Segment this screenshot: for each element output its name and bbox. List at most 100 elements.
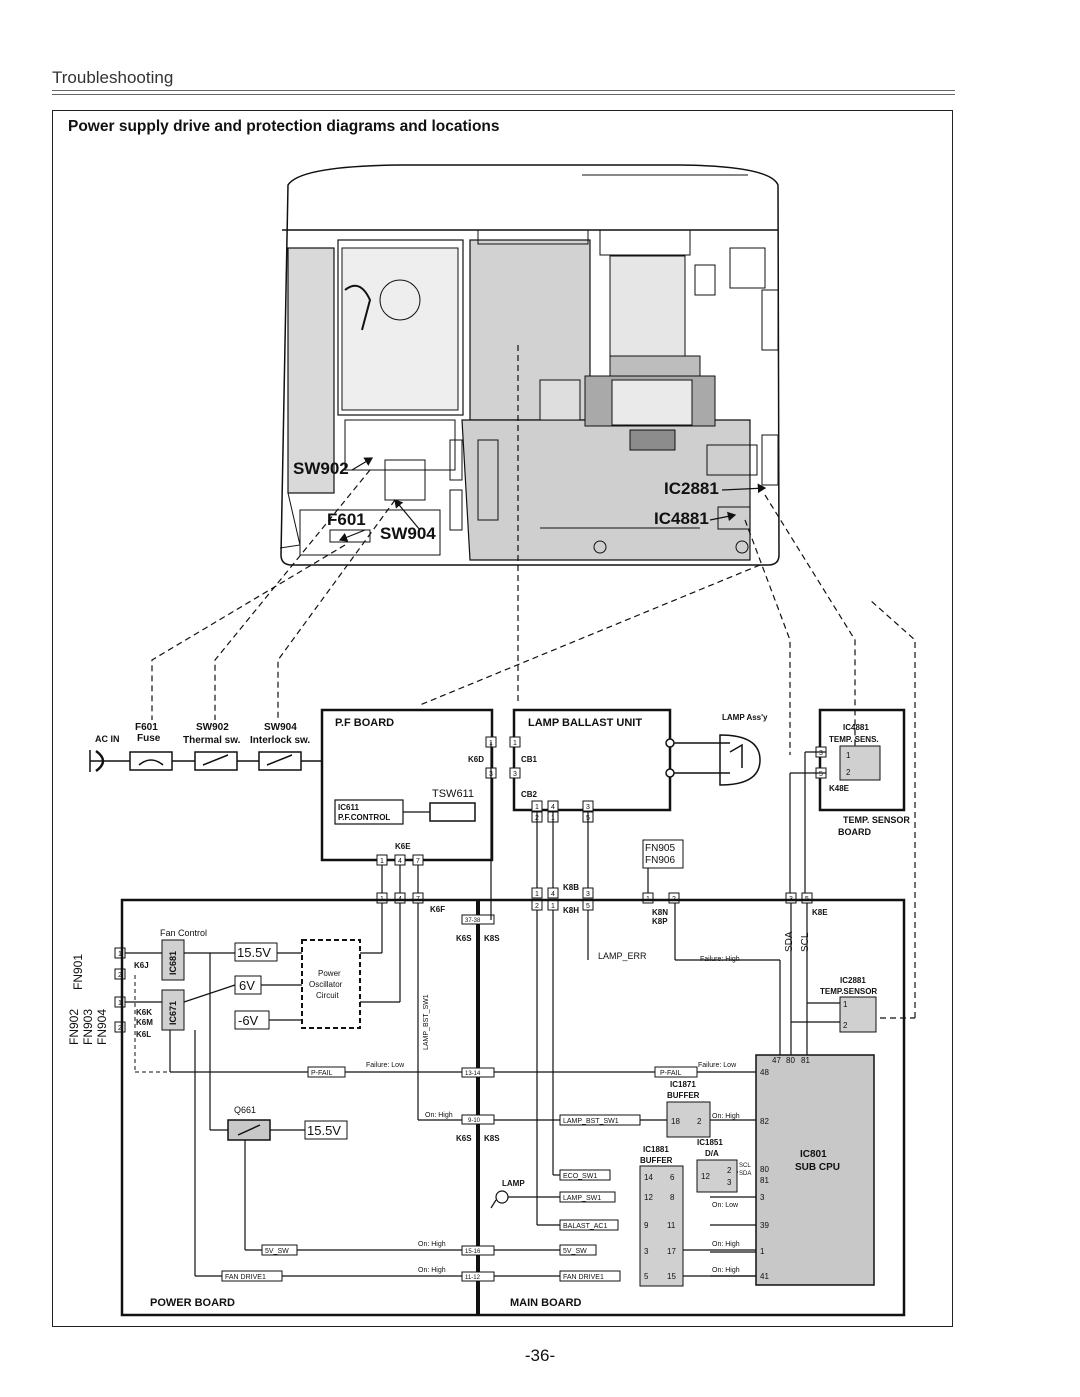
temp-sensor-board-box	[818, 708, 906, 812]
power-osc-label-2: Oscillator	[309, 980, 343, 989]
ic801-pins: 47 80 81 48 82 80 81 3 39 1 41	[760, 1056, 810, 1281]
pin-label: 2	[118, 1025, 122, 1032]
temp-sensor-board-label-2: BOARD	[838, 827, 871, 837]
ic1871-pin-18: 18	[671, 1117, 680, 1126]
balast-ac1-box	[559, 1219, 619, 1231]
pin-label: 81	[801, 1056, 810, 1065]
ic1851-label: IC1851	[697, 1138, 723, 1147]
pin-label: 48	[760, 1068, 769, 1077]
lamp-label: LAMP	[502, 1179, 525, 1188]
pin-label: 6	[670, 1173, 675, 1182]
k6d-label: K6D	[468, 755, 484, 764]
pf-control-label: P.F.CONTROL	[338, 813, 390, 822]
v15-5-q661-label: 15.5V	[307, 1123, 341, 1138]
lamp-led-symbol	[490, 1190, 560, 1209]
pin-label: 3	[513, 771, 517, 778]
fn906-label: FN906	[645, 855, 675, 866]
k6m-label: K6M	[136, 1018, 153, 1027]
pin-label: 7	[416, 858, 420, 865]
ic671-label: IC671	[168, 1001, 178, 1025]
failure-low-label-main: Failure: Low	[698, 1062, 737, 1069]
pin-label: 1	[380, 858, 384, 865]
temp-sensor-board-label-1: TEMP. SENSOR	[843, 815, 910, 825]
fan-drive1-label-main: FAN DRIVE1	[563, 1274, 604, 1281]
pin-label: 3	[644, 1247, 649, 1256]
pin-label: 1	[513, 740, 517, 747]
pin-label: 4	[398, 858, 402, 865]
fn905-906-box	[642, 839, 684, 869]
pin-label: 1	[535, 804, 539, 811]
ic1881-pins: 14 6 12 8 9 11 3 17 5 15	[644, 1173, 676, 1281]
vm6-label: -6V	[238, 1013, 259, 1028]
ic2881-pin-2: 2	[843, 1021, 848, 1030]
pin-label: 1	[535, 891, 539, 898]
ic1851-pin-3: 3	[727, 1178, 732, 1187]
pin-label: 17	[667, 1247, 676, 1256]
wiring	[125, 742, 840, 1277]
temp-sensor-label: TEMP.SENSOR	[820, 987, 877, 996]
pin-label: 14	[644, 1173, 653, 1182]
failure-high-label: Failure: High	[700, 956, 740, 963]
sw902-label: SW902	[196, 722, 229, 733]
5v-sw-label-main: 5V_SW	[563, 1248, 587, 1255]
pin-label: 9	[644, 1221, 649, 1230]
ic801-chip	[755, 1054, 875, 1286]
thermal-sw-label: Thermal sw.	[183, 735, 241, 746]
on-high-label-fan: On: High	[418, 1267, 446, 1274]
sub-cpu-label: SUB CPU	[795, 1162, 840, 1173]
label-sw904: SW904	[380, 524, 436, 543]
conn-37-38-label: 37-38	[465, 918, 481, 924]
on-high-label-1871: On: High	[712, 1113, 740, 1120]
power-osc-label-3: Circuit	[316, 991, 339, 1000]
k8n-label: K8N	[652, 908, 668, 917]
p-fail-box-main	[654, 1066, 698, 1078]
pf-board-box	[320, 708, 494, 862]
k6f-label: K6F	[430, 905, 445, 914]
sda-label: SDA	[784, 931, 795, 952]
ic671-chip	[161, 989, 185, 1031]
pin-label: 12	[644, 1193, 653, 1202]
q661-label: Q661	[234, 1105, 256, 1115]
pin-label: 80	[786, 1056, 795, 1065]
v15-5-q661-box	[304, 1120, 348, 1140]
5v-sw-box-main	[559, 1244, 597, 1256]
ic2881-label: IC2881	[840, 976, 866, 985]
pin-label: 81	[760, 1176, 769, 1185]
fan-drive1-box-power	[221, 1270, 283, 1282]
pin-label: 2	[535, 903, 539, 910]
main-board-box	[120, 898, 906, 1317]
pin-label: 41	[760, 1272, 769, 1281]
pin-label: 3	[819, 750, 823, 757]
p-fail-label-power: P-FAIL	[311, 1070, 333, 1077]
pin-label: 1	[551, 903, 555, 910]
v6-label: 6V	[239, 978, 255, 993]
conn-37-38	[461, 914, 495, 925]
power-oscillator-box	[301, 939, 361, 1029]
lamp-bst-sw1-label: LAMP_BST_SW1	[563, 1118, 619, 1125]
conn-15-16	[461, 1245, 495, 1256]
cb1-label: CB1	[521, 755, 538, 764]
pin-label: 82	[760, 1117, 769, 1126]
pin-label: 1	[118, 951, 122, 958]
on-high-label-5v: On: High	[418, 1241, 446, 1248]
conn-9-10	[461, 1114, 495, 1125]
ic4881-pin-1: 1	[846, 751, 851, 760]
ic4881-pin-2: 2	[846, 768, 851, 777]
pin-label: 80	[760, 1165, 769, 1174]
p-fail-label-main: P-FAIL	[660, 1070, 682, 1077]
fan-control-label: Fan Control	[160, 928, 207, 938]
label-ic2881: IC2881	[664, 479, 719, 498]
fn903-label: FN903	[81, 1009, 95, 1045]
f601-label: F601	[135, 722, 158, 733]
ic681-chip	[161, 939, 185, 981]
main-board-label: MAIN BOARD	[510, 1297, 582, 1309]
scl-small-label: SCL	[739, 1163, 751, 1169]
5v-sw-label-power: 5V_SW	[265, 1248, 289, 1255]
balast-ac1-label: BALAST_AC1	[563, 1223, 607, 1230]
lamp-err-label: LAMP_ERR	[598, 951, 647, 961]
v15-5-label: 15.5V	[237, 945, 271, 960]
k8b-label: K8B	[563, 883, 579, 892]
fn904-label: FN904	[95, 1009, 109, 1045]
k48e-label: K48E	[829, 784, 850, 793]
